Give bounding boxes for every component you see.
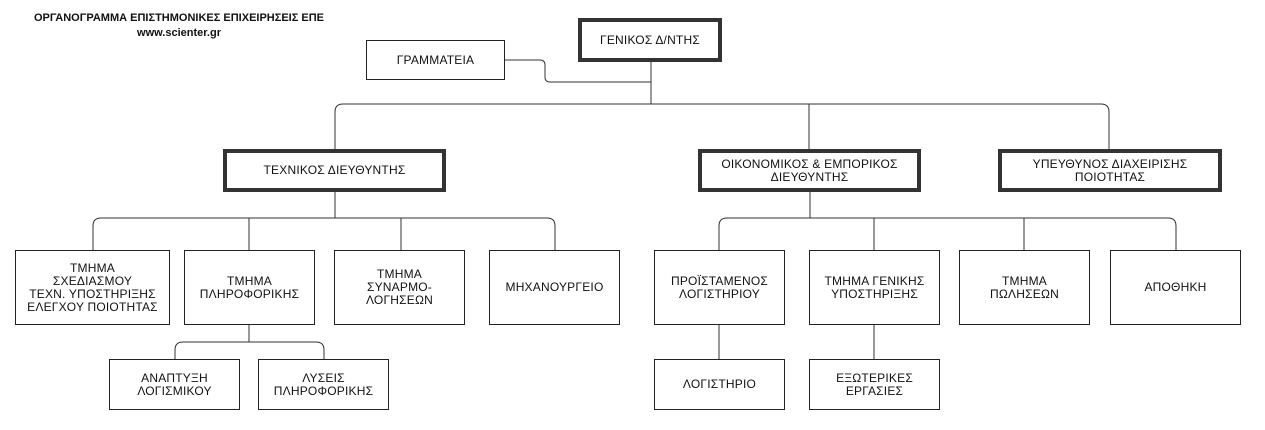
node-external-works: ΕΞΩΤΕΡΙΚΕΣ ΕΡΓΑΣΙΕΣ [809,359,940,410]
connector-technical-bus [92,217,556,250]
node-sales-dept: ΤΜΗΜΑ ΠΩΛΗΣΕΩΝ [959,250,1090,325]
connector-level1-bus [334,103,1110,150]
website-label: www.scienter.gr [137,27,221,39]
node-assembly-dept: ΤΜΗΜΑ ΣΥΝΑΡΜΟ- ΛΟΓΗΣΕΩΝ [334,250,465,325]
node-software-dev: ΑΝΑΠΤΥΞΗ ΛΟΓΙΣΜΙΚΟΥ [109,359,240,410]
node-quality-manager: ΥΠΕΥΘΥΝΟΣ ΔΙΑΧΕΙΡΙΣΗΣ ΠΟΙΟΤΗΤΑΣ [998,149,1222,192]
node-it-solutions: ΛΥΣΕΙΣ ΠΛΗΡΟΦΟΡΙΚΗΣ [258,359,389,410]
node-warehouse: ΑΠΟΘΗΚΗ [1110,250,1241,325]
node-technical-director: ΤΕΧΝΙΚΟΣ ΔΙΕΥΘΥΝΤΗΣ [223,149,446,192]
node-financial-director: ΟΙΚΟΝΟΜΙΚΟΣ & ΕΜΠΟΡΙΚΟΣ ΔΙΕΥΘΥΝΤΗΣ [698,149,921,192]
node-general-support-dept: ΤΜΗΜΑ ΓΕΝΙΚΗΣ ΥΠΟΣΤΗΡΙΞΗΣ [809,250,940,325]
node-design-dept: ΤΜΗΜΑ ΣΧΕΔΙΑΣΜΟΥ ΤΕΧΝ. ΥΠΟΣΤΗΡΙΞΗΣ ΕΛΕΓΧ… [15,250,170,325]
node-machine-shop: ΜΗΧΑΝΟΥΡΓΕΙΟ [489,250,620,325]
chart-header: ΟΡΓΑΝΟΓΡΑΜΜΑ ΕΠΙΣΤΗΜΟΝΙΚΕΣ ΕΠΙΧΕΙΡΗΣΕΙΣ … [14,11,344,41]
chart-title: ΟΡΓΑΝΟΓΡΑΜΜΑ ΕΠΙΣΤΗΜΟΝΙΚΕΣ ΕΠΙΧΕΙΡΗΣΕΙΣ … [33,12,325,24]
node-accounting: ΛΟΓΙΣΤΗΡΙΟ [654,359,785,410]
node-accounting-head: ΠΡΟΪΣΤΑΜΕΝΟΣ ΛΟΓΙΣΤΗΡΙΟΥ [654,250,785,325]
connector-it-bus [174,341,325,360]
node-general-director: ΓΕΝΙΚΟΣ Δ/ΝΤΗΣ [578,18,722,62]
connector-secretariat [504,59,651,83]
node-it-dept: ΤΜΗΜΑ ΠΛΗΡΟΦΟΡΙΚΗΣ [184,250,315,325]
connector-financial-bus [718,217,1177,250]
node-secretariat: ΓΡΑΜΜΑΤΕΙΑ [366,40,505,80]
